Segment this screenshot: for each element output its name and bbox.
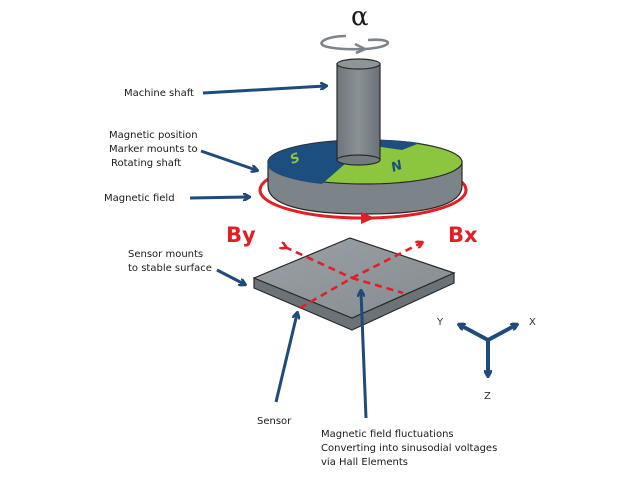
y-axis-label: Y <box>436 317 444 328</box>
sensor-arrow-icon <box>274 314 297 403</box>
marker-label-line1: Magnetic position <box>109 130 198 141</box>
rotation-arrowhead-icon <box>354 42 369 55</box>
z-axis-label: Z <box>484 391 491 402</box>
sensor-label: Sensor <box>257 416 292 427</box>
magnet-disk: S N <box>267 139 463 215</box>
sensor-mounts-label-line2: to stable surface <box>128 263 212 274</box>
sensor-block <box>252 237 456 331</box>
sensor-mounts-arrow-icon <box>216 268 244 284</box>
marker-arrow-icon <box>200 149 256 170</box>
coordinate-axes: Y X Z <box>436 317 536 402</box>
machine-shaft-arrow-icon <box>202 86 325 95</box>
marker-label-line3: Rotating shaft <box>111 158 181 169</box>
by-label: By <box>226 223 256 247</box>
marker-label-line2: Marker mounts to <box>109 144 198 155</box>
fluctuations-label-line3: via Hall Elements <box>321 457 408 468</box>
fluctuations-label-line2: Converting into sinusodial voltages <box>321 443 497 454</box>
fluctuations-label-line1: Magnetic field fluctuations <box>321 429 454 440</box>
x-axis-label: X <box>529 317 536 328</box>
bx-label: Bx <box>448 223 478 247</box>
machine-shaft <box>336 58 381 166</box>
magnetic-field-label: Magnetic field <box>104 193 175 204</box>
fluctuations-arrow-icon <box>361 292 368 419</box>
sensor-mounts-label-line1: Sensor mounts <box>128 249 203 260</box>
north-pole-label: N <box>389 158 404 176</box>
machine-shaft-label: Machine shaft <box>124 88 194 99</box>
rotation-arrow-icon <box>320 34 390 51</box>
south-pole-segment <box>267 141 354 184</box>
magnetic-field-arrow-icon <box>189 197 248 198</box>
alpha-symbol: α <box>351 2 369 32</box>
x-axis-arrow-icon <box>487 325 516 342</box>
hall-axes <box>285 243 421 310</box>
y-axis-arrow-icon <box>460 325 489 342</box>
